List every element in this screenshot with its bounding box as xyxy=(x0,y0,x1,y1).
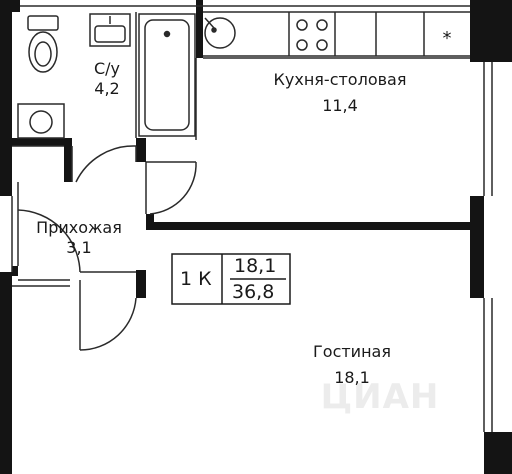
room-living: Гостиная 18,1 xyxy=(300,342,404,388)
washing-machine xyxy=(17,103,65,139)
living-door-arc xyxy=(79,297,137,351)
bath-sink-inner xyxy=(94,25,126,43)
wall-living-top xyxy=(146,222,472,230)
room-bathroom-name: С/у xyxy=(93,59,121,78)
outlines xyxy=(11,5,493,432)
tub-inner xyxy=(144,19,190,131)
cooktop xyxy=(296,19,328,51)
badge-border xyxy=(171,253,291,305)
kitchen-sink xyxy=(204,17,236,49)
wall-right-top-block xyxy=(470,0,512,62)
wall-hall-left-stub xyxy=(12,266,18,276)
tub-drain xyxy=(163,30,171,38)
wall-left-upper xyxy=(0,0,12,196)
fridge-symbol: * xyxy=(443,28,452,49)
bath-door-arc xyxy=(71,145,137,183)
badge-rooms-count: 1 К xyxy=(180,268,212,290)
burner-3 xyxy=(296,39,308,51)
bathtub xyxy=(138,13,196,137)
wall-hall-living-stub xyxy=(136,270,146,298)
room-bathroom-area: 4,2 xyxy=(94,79,120,98)
wall-left-lower xyxy=(0,272,12,474)
wall-bottom-right xyxy=(484,432,512,474)
wall-top-left-cap xyxy=(0,0,20,12)
toilet xyxy=(27,15,59,73)
kitchen-door-arc xyxy=(145,161,197,215)
badge-living-area: 18,1 xyxy=(234,255,277,277)
room-hallway-area: 3,1 xyxy=(66,238,92,257)
hall-door-arc xyxy=(17,209,81,273)
summary-badge-frame xyxy=(171,253,291,305)
room-living-name: Гостиная xyxy=(313,342,391,361)
washer-drum xyxy=(29,110,53,134)
summary-badge: 1 К 18,1 36,8 xyxy=(172,252,291,304)
room-living-area: 18,1 xyxy=(334,368,370,387)
bath-sink-outer xyxy=(89,13,131,47)
sink-drain xyxy=(211,27,217,33)
exterior-right xyxy=(470,0,512,62)
watermark: ЦИАН xyxy=(321,377,440,417)
room-kitchen-name: Кухня-столовая xyxy=(273,70,407,89)
washer-body xyxy=(17,103,65,139)
toilet-tank xyxy=(27,15,59,31)
kitchen-counter xyxy=(203,11,470,57)
wall-right-mid xyxy=(470,196,484,298)
toilet-bowl xyxy=(28,31,58,73)
burner-2 xyxy=(316,19,328,31)
sink-bowl xyxy=(204,17,236,49)
room-hallway-name: Прихожая xyxy=(36,218,122,237)
bath-sink xyxy=(89,13,131,47)
toilet-seat xyxy=(34,41,52,67)
room-bathroom: С/у 4,2 xyxy=(82,59,132,99)
wall-bathroom-stub xyxy=(64,138,72,182)
wall-bathroom-bottom xyxy=(12,138,70,146)
tub-outer xyxy=(138,13,196,137)
wall-bathroom-kitchen xyxy=(196,0,203,58)
burner-1 xyxy=(296,19,308,31)
badge-total-area: 36,8 xyxy=(232,281,275,303)
sink-tap xyxy=(204,17,215,29)
room-hallway: Прихожая 3,1 xyxy=(24,218,134,258)
room-kitchen-area: 11,4 xyxy=(322,96,358,115)
wall-bathroom-right-stub xyxy=(136,138,146,162)
burner-4 xyxy=(316,39,328,51)
room-kitchen: Кухня-столовая 11,4 xyxy=(250,70,430,116)
doors xyxy=(17,145,197,351)
wall-hall-kitchen-stub xyxy=(146,214,154,226)
